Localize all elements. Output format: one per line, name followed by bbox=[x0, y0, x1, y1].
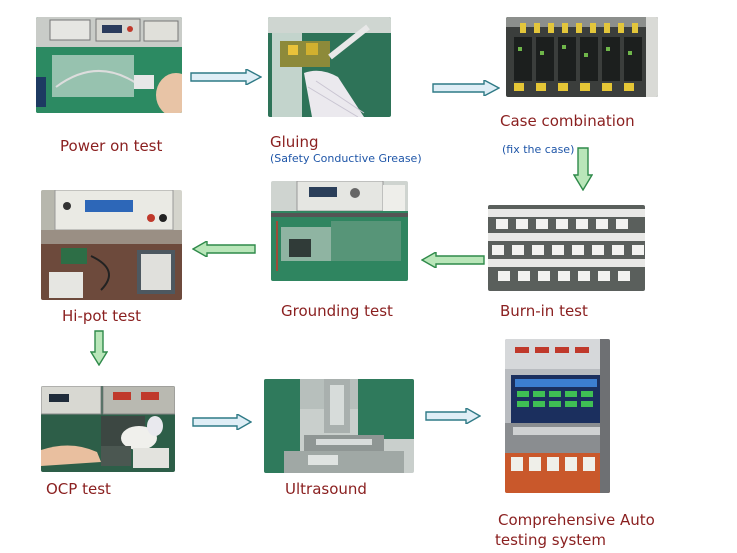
grounding-test-photo bbox=[271, 181, 408, 281]
right-arrow-icon bbox=[425, 408, 481, 424]
case-combination-label: Case combination bbox=[500, 112, 635, 130]
power-on-test-photo bbox=[36, 17, 182, 113]
down-arrow-icon bbox=[573, 147, 593, 191]
right-arrow-icon bbox=[432, 80, 500, 96]
case-combination-photo bbox=[506, 17, 658, 97]
comprehensive-testing-photo bbox=[505, 339, 610, 493]
hipot-test-photo bbox=[41, 190, 182, 300]
power-on-test-label: Power on test bbox=[60, 137, 163, 155]
ultrasound-label: Ultrasound bbox=[285, 480, 367, 498]
right-arrow-icon bbox=[190, 69, 262, 85]
down-arrow-icon bbox=[90, 330, 108, 366]
ocp-test-photo bbox=[41, 386, 175, 472]
gluing-label: Gluing bbox=[270, 133, 319, 151]
left-arrow-icon bbox=[192, 241, 256, 257]
grounding-test-label: Grounding test bbox=[281, 302, 393, 320]
ocp-test-label: OCP test bbox=[46, 480, 111, 498]
gluing-note: (Safety Conductive Grease) bbox=[270, 152, 422, 165]
burn-in-test-label: Burn-in test bbox=[500, 302, 588, 320]
burn-in-test-photo bbox=[488, 205, 645, 291]
right-arrow-icon bbox=[192, 414, 252, 430]
comprehensive-testing-label-line2: testing system bbox=[495, 531, 606, 549]
gluing-photo bbox=[268, 17, 391, 117]
comprehensive-testing-label-line1: Comprehensive Auto bbox=[498, 511, 655, 529]
hipot-test-label: Hi-pot test bbox=[62, 307, 142, 325]
ultrasound-photo bbox=[264, 379, 414, 473]
left-arrow-icon bbox=[421, 252, 485, 268]
case-combination-note: (fix the case) bbox=[502, 143, 575, 156]
